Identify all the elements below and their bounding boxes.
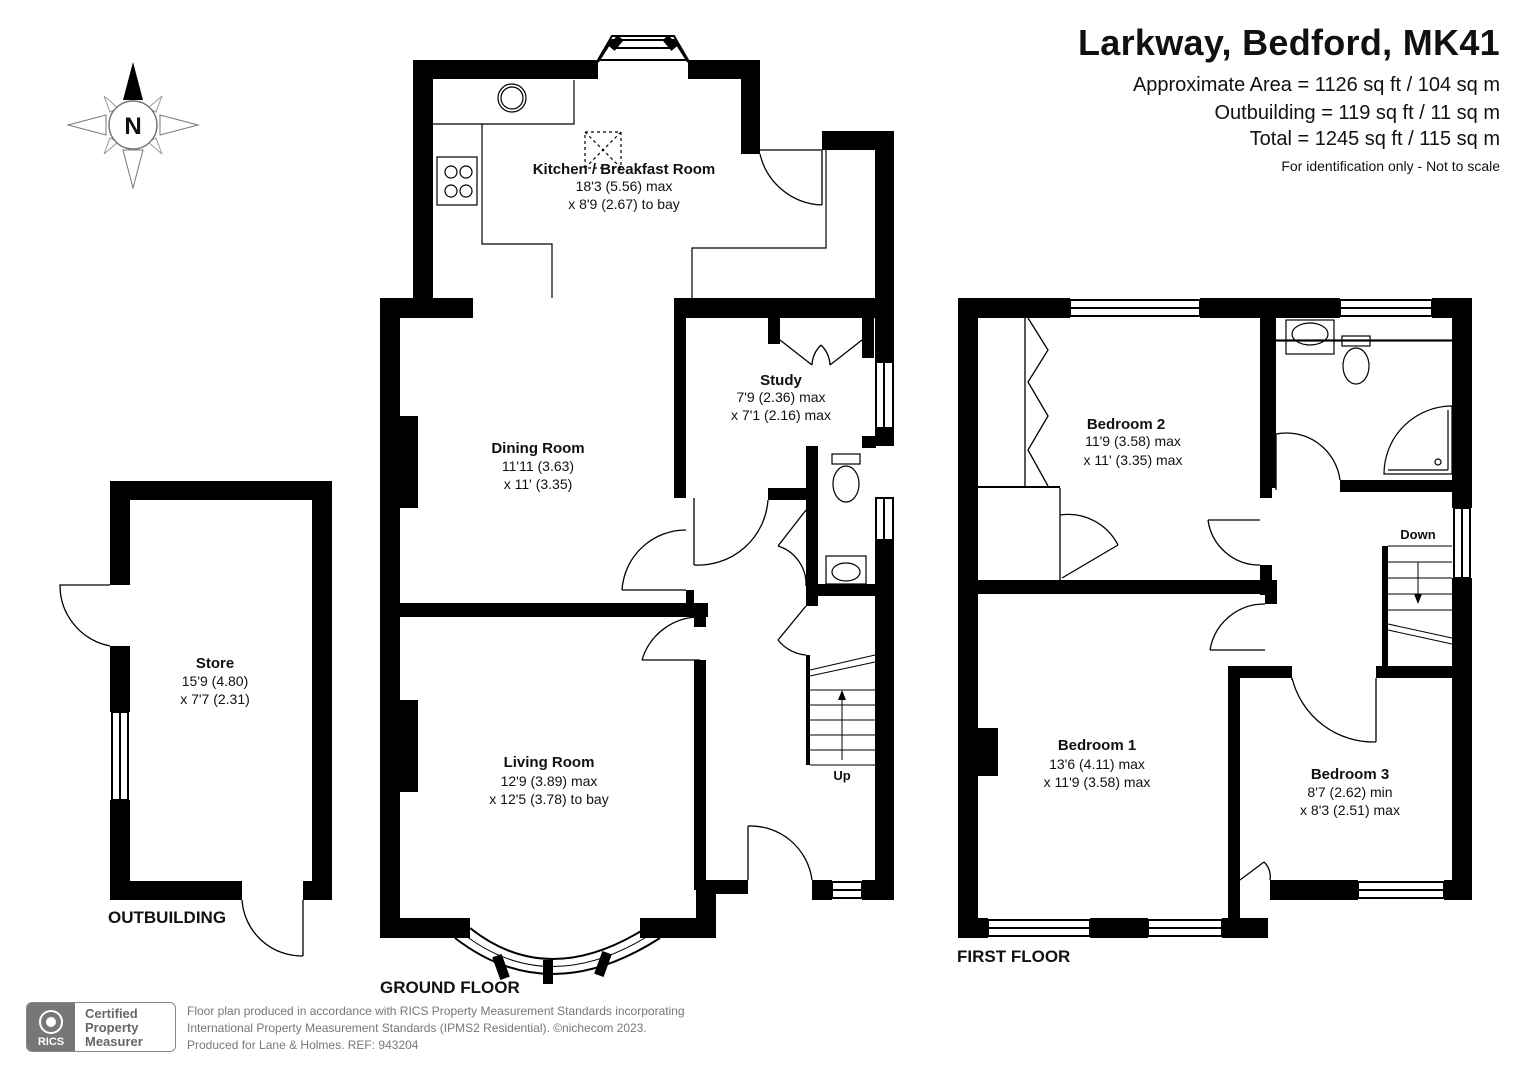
- outbuilding-area: Outbuilding = 119 sq ft / 11 sq m: [1214, 102, 1500, 124]
- stairs-up-label: Up: [833, 768, 850, 783]
- first-floor-walls: [958, 298, 1472, 938]
- bedroom1-dim1: 13'6 (4.11) max: [1049, 756, 1145, 772]
- stairs-down-label: Down: [1400, 527, 1435, 542]
- kitchen-name: Kitchen / Breakfast Room: [533, 161, 716, 178]
- approximate-area: Approximate Area = 1126 sq ft / 104 sq m: [1132, 74, 1500, 96]
- sanitary-ware: [825, 319, 1453, 585]
- kitchen-units: [433, 80, 827, 298]
- store-dim2: x 7'7 (2.31): [180, 691, 250, 707]
- dining-name: Dining Room: [491, 440, 584, 457]
- kitchen-dim2: x 8'9 (2.67) to bay: [568, 196, 680, 212]
- total-area: Total = 1245 sq ft / 115 sq m: [1249, 128, 1500, 150]
- bedroom3-name: Bedroom 3: [1311, 766, 1389, 783]
- badge-line3: Measurer: [85, 1034, 143, 1049]
- study-name: Study: [760, 372, 802, 389]
- badge-line2: Property: [85, 1020, 139, 1035]
- bedroom1-name: Bedroom 1: [1058, 737, 1136, 754]
- bedroom3-dim2: x 8'3 (2.51) max: [1300, 802, 1400, 818]
- footer-line1: Floor plan produced in accordance with R…: [187, 1004, 685, 1018]
- footer-notes: Floor plan produced in accordance with R…: [187, 1003, 685, 1054]
- ground-floor-walls: [380, 60, 894, 938]
- living-name: Living Room: [504, 754, 595, 771]
- footer-line2: International Property Measurement Stand…: [187, 1021, 647, 1035]
- ground-floor-label: GROUND FLOOR: [380, 978, 520, 997]
- compass-rose: N: [66, 62, 200, 190]
- store-walls: [110, 481, 332, 900]
- bedroom3-dim1: 8'7 (2.62) min: [1307, 784, 1392, 800]
- first-floor-label: FIRST FLOOR: [957, 947, 1071, 966]
- rics-badge: RICS Certified Property Measurer: [26, 1002, 176, 1052]
- stairs: [809, 545, 1453, 766]
- study-dim2: x 7'1 (2.16) max: [731, 407, 831, 423]
- badge-line1: Certified: [85, 1006, 138, 1021]
- kitchen-dim1: 18'3 (5.56) max: [576, 178, 673, 194]
- bedroom2-dim2: x 11' (3.35) max: [1084, 452, 1183, 468]
- store-name: Store: [196, 655, 234, 672]
- dining-dim1: 11'11 (3.63): [502, 458, 574, 474]
- living-dim1: 12'9 (3.89) max: [501, 773, 598, 789]
- bedroom1-dim2: x 11'9 (3.58) max: [1044, 774, 1151, 790]
- bedroom2-dim1: 11'9 (3.58) max: [1085, 433, 1181, 449]
- room-labels: Kitchen / Breakfast Room 18'3 (5.56) max…: [180, 161, 1436, 818]
- bay-mullions: [492, 35, 678, 984]
- badge-text: Certified Property Measurer: [85, 1007, 143, 1049]
- dining-dim2: x 11' (3.35): [504, 476, 573, 492]
- outbuilding-label: OUTBUILDING: [108, 908, 227, 927]
- rics-logo: RICS: [27, 1003, 75, 1051]
- living-dim2: x 12'5 (3.78) to bay: [489, 791, 608, 807]
- property-title: Larkway, Bedford, MK41: [1077, 22, 1500, 63]
- store-dim1: 15'9 (4.80): [182, 673, 249, 689]
- compass-label: N: [124, 113, 141, 140]
- rics-logo-text: RICS: [37, 1036, 65, 1048]
- study-dim1: 7'9 (2.36) max: [736, 389, 825, 405]
- identification-note: For identification only - Not to scale: [1281, 158, 1500, 174]
- rics-emblem-icon: [39, 1010, 63, 1034]
- stair-arrows: [838, 594, 1422, 700]
- doors: [59, 149, 1377, 957]
- footer-line3: Produced for Lane & Holmes. REF: 943204: [187, 1038, 419, 1052]
- bedroom2-name: Bedroom 2: [1087, 416, 1165, 433]
